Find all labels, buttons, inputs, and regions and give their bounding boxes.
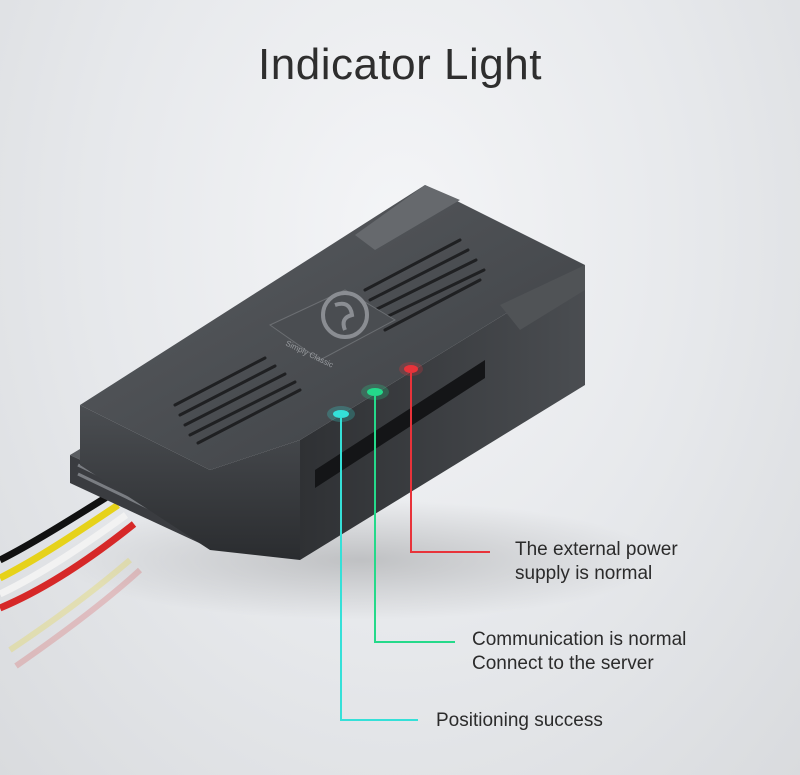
vent-grille-left [173, 356, 302, 445]
indicator-leds [327, 362, 423, 422]
callout-power: The external power supply is normal [515, 538, 678, 586]
device-end [80, 405, 300, 560]
led-communication [367, 388, 383, 396]
device-front [300, 265, 585, 560]
callout-communication-line-2: Connect to the server [472, 653, 654, 674]
leader-positioning [340, 418, 418, 721]
leader-communication [374, 396, 455, 643]
callout-positioning-line-1: Positioning success [436, 710, 603, 731]
led-power [404, 365, 418, 373]
callout-positioning: Positioning success [436, 709, 603, 733]
wire-bundle [0, 492, 143, 669]
page-title: Indicator Light [258, 40, 542, 89]
callout-communication: Communication is normal Connect to the s… [472, 628, 686, 676]
wire-red [0, 521, 137, 612]
callout-leaders [340, 373, 490, 721]
brand-logo-icon [321, 291, 369, 339]
wire-yellow [0, 502, 120, 582]
callout-communication-line-1: Communication is normal [472, 629, 687, 650]
callout-power-line-2: supply is normal [515, 563, 653, 584]
callout-power-line-1: The external power [515, 539, 678, 560]
wire-white [0, 512, 129, 598]
device-slot [315, 360, 485, 488]
tracker-device: Simply Classic [80, 185, 585, 560]
led-positioning [333, 410, 349, 418]
wire-black [0, 492, 112, 564]
vent-grille-right [363, 238, 486, 332]
leader-power [410, 373, 490, 553]
